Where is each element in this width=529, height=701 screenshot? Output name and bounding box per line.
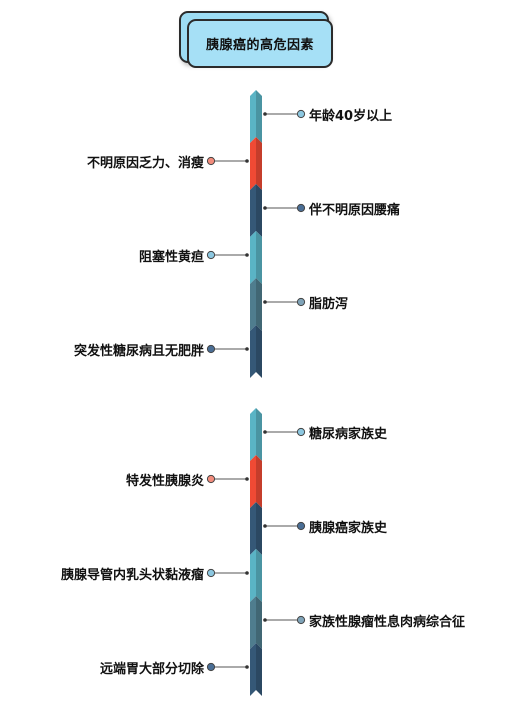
timeline-segment-shade: [256, 408, 262, 461]
timeline-segment-shade: [256, 455, 262, 508]
connector-end-dot: [263, 618, 267, 622]
bullet-dot-icon: [206, 344, 216, 354]
risk-factor-label: 家族性腺瘤性息肉病综合征: [309, 615, 466, 630]
risk-factor-label: 不明原因乏力、消瘦: [86, 156, 204, 171]
connector-end-dot: [263, 300, 267, 304]
risk-factor-label: 糖尿病家族史: [309, 427, 388, 442]
bullet-dot-icon: [296, 427, 306, 437]
timeline-segment-shade: [256, 90, 262, 143]
timeline-segment-shade: [256, 502, 262, 555]
bullet-dot-icon: [206, 250, 216, 260]
connector-end-dot: [245, 477, 249, 481]
timeline-segment: [250, 455, 256, 508]
connector-end-dot: [245, 571, 249, 575]
timeline-segment-shade: [256, 278, 262, 331]
risk-factor-label: 特发性胰腺炎: [125, 474, 204, 489]
timeline-segment: [250, 90, 256, 143]
bullet-dot-icon: [206, 156, 216, 166]
timeline-segment: [250, 325, 256, 378]
risk-factor-label: 胰腺导管内乳头状黏液瘤: [60, 568, 204, 583]
risk-factor-label: 远端胃大部分切除: [99, 662, 204, 677]
timeline-segment: [250, 549, 256, 602]
timeline-segment: [250, 231, 256, 284]
bullet-dot-icon: [206, 568, 216, 578]
connector-end-dot: [245, 159, 249, 163]
timeline-segment-shade: [256, 231, 262, 284]
timeline-segment-shade: [256, 643, 262, 696]
title-box: 胰腺癌的高危因素: [179, 11, 333, 68]
timeline-segment: [250, 137, 256, 190]
timeline-segment: [250, 643, 256, 696]
timeline-segment-shade: [256, 137, 262, 190]
timeline-segment: [250, 408, 256, 461]
risk-factor-label: 年龄40岁以上: [309, 109, 393, 124]
bullet-dot-icon: [206, 474, 216, 484]
timeline-segment: [250, 184, 256, 237]
connector-end-dot: [263, 112, 267, 116]
timeline-segment: [250, 596, 256, 649]
connector-end-dot: [245, 347, 249, 351]
timeline-segment-shade: [256, 549, 262, 602]
risk-factor-label: 突发性糖尿病且无肥胖: [73, 344, 204, 359]
risk-factor-label: 伴不明原因腰痛: [309, 203, 401, 218]
timeline-segment-shade: [256, 184, 262, 237]
timeline-segment-shade: [256, 596, 262, 649]
connector-end-dot: [263, 206, 267, 210]
risk-factor-label: 脂肪泻: [309, 297, 349, 312]
bullet-dot-icon: [206, 662, 216, 672]
risk-factor-label: 阻塞性黄疸: [138, 250, 204, 265]
connector-end-dot: [263, 430, 267, 434]
timeline-segment-shade: [256, 325, 262, 378]
timeline-segment: [250, 502, 256, 555]
risk-factor-label: 胰腺癌家族史: [309, 521, 388, 536]
bullet-dot-icon: [296, 615, 306, 625]
diagram-title: 胰腺癌的高危因素: [187, 19, 333, 68]
bullet-dot-icon: [296, 203, 306, 213]
bullet-dot-icon: [296, 297, 306, 307]
connector-end-dot: [245, 253, 249, 257]
connector-end-dot: [245, 665, 249, 669]
bullet-dot-icon: [296, 521, 306, 531]
connector-end-dot: [263, 524, 267, 528]
timeline-segment: [250, 278, 256, 331]
bullet-dot-icon: [296, 109, 306, 119]
